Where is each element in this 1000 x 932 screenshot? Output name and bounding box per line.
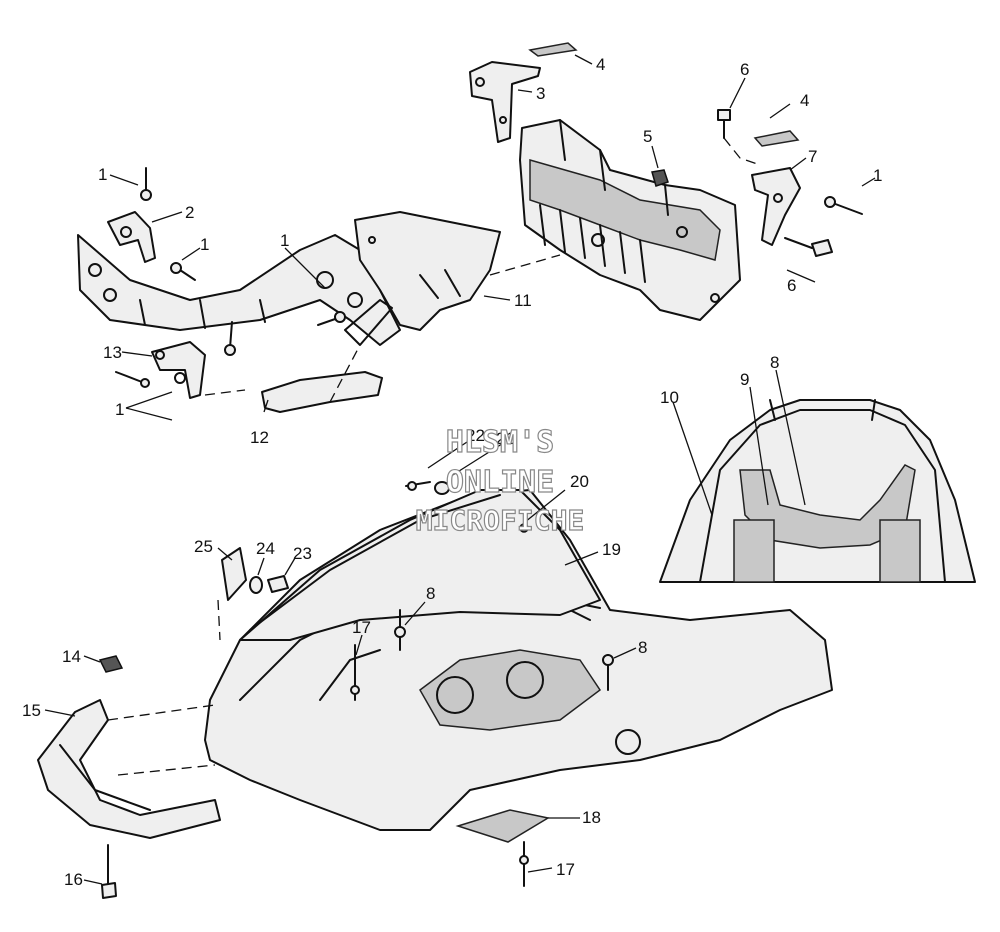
bolt-part-1-b (170, 262, 196, 281)
screw-part-23 (267, 575, 289, 593)
bracket-part-2 (107, 211, 156, 263)
bolt-part-16 (101, 844, 117, 899)
rivet-part-17-b (519, 841, 529, 887)
callout-6-top: 6 (740, 60, 749, 79)
callout-25: 25 (194, 537, 213, 556)
rivet-part-17-a (350, 644, 360, 701)
bolt-part-1-d (224, 321, 236, 356)
bolt-part-6-top (717, 109, 731, 139)
fastener-part-22 (405, 481, 431, 491)
bolt-part-1-e (115, 371, 150, 388)
assembly-line-bolt-6 (723, 137, 761, 166)
bolt-part-1-right (824, 196, 863, 215)
callout-3: 3 (536, 84, 545, 103)
callout-5: 5 (643, 127, 652, 146)
watermark: HLSM'S ONLINE MICROFICHE (415, 424, 585, 537)
assembly-line-bumper-upper (107, 704, 216, 721)
callout-8-hood-right: 8 (638, 638, 647, 657)
callout-23: 23 (293, 544, 312, 563)
nut-part-5 (651, 169, 669, 187)
watermark-line-2: ONLINE (446, 465, 554, 500)
callout-1-mid-left: 1 (200, 235, 209, 254)
callout-1-far-right: 1 (873, 166, 882, 185)
bolt-part-1-c (317, 311, 346, 326)
callout-9: 9 (740, 370, 749, 389)
callout-15: 15 (22, 701, 41, 720)
callout-14: 14 (62, 647, 81, 666)
callout-24: 24 (256, 539, 275, 558)
callout-20: 20 (570, 472, 589, 491)
windshield-part-19 (239, 489, 601, 641)
callout-16: 16 (64, 870, 83, 889)
assembly-line-25 (217, 599, 221, 641)
tower-part-11 (354, 211, 501, 331)
bumper-part-15 (37, 699, 221, 839)
callout-17-bottom: 17 (556, 860, 575, 879)
bolt-part-6-bottom (784, 237, 833, 257)
callout-18: 18 (582, 808, 601, 827)
callout-22: 22 (466, 426, 485, 445)
leader-lines (44, 54, 876, 885)
shock-mount-part-12 (261, 299, 393, 413)
inset-view (659, 399, 976, 583)
assembly-line-bumper-lower (117, 764, 216, 776)
callout-10: 10 (660, 388, 679, 407)
callout-11: 11 (514, 291, 532, 310)
assembly-line-13 (204, 389, 246, 396)
shim-part-4-right (753, 130, 800, 147)
washer-part-21 (434, 481, 450, 495)
plate-part-18 (455, 809, 551, 843)
callout-17-hood: 17 (352, 618, 371, 637)
callout-8-inset: 8 (770, 353, 779, 372)
bracket-part-3 (469, 61, 541, 143)
assembly-line-frame (489, 254, 561, 276)
callout-7: 7 (808, 147, 817, 166)
nut-part-20 (519, 523, 529, 533)
watermark-line-3: MICROFICHE (416, 504, 585, 537)
screw-part-8-a (394, 609, 406, 651)
callout-1-frame: 1 (280, 231, 289, 250)
callout-8-hood-left: 8 (426, 584, 435, 603)
nut-part-14 (98, 655, 124, 673)
callout-1-top-left: 1 (98, 165, 107, 184)
bracket-part-7 (751, 167, 801, 246)
callout-21: 21 (496, 429, 515, 448)
front-bulkhead-assembly (519, 119, 741, 321)
bracket-part-25 (221, 547, 247, 601)
callout-4-right: 4 (800, 91, 809, 110)
watermark-line-1: HLSM'S (446, 425, 554, 460)
callout-1-lower-left: 1 (115, 400, 124, 419)
callout-2: 2 (185, 203, 194, 222)
shim-part-4-top (528, 42, 578, 57)
screw-part-8-b (602, 654, 614, 691)
callout-19: 19 (602, 540, 621, 559)
callout-4-top: 4 (596, 55, 605, 74)
bolt-part-1-a (140, 167, 152, 201)
front-frame-assembly (77, 234, 401, 346)
callout-13: 13 (103, 343, 122, 362)
callout-6-bottom: 6 (787, 276, 796, 295)
bracket-part-13 (151, 341, 206, 399)
washer-part-24 (249, 576, 263, 594)
callout-12: 12 (250, 428, 269, 447)
